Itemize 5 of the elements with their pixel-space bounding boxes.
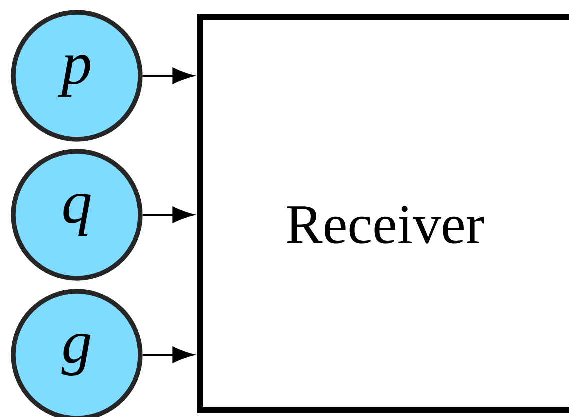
receiver-box bbox=[197, 14, 569, 413]
receiver-label: Receiver bbox=[287, 206, 484, 244]
circle-node: q bbox=[11, 149, 143, 281]
circle-node: p bbox=[11, 10, 143, 142]
circle-node: g bbox=[11, 289, 143, 417]
